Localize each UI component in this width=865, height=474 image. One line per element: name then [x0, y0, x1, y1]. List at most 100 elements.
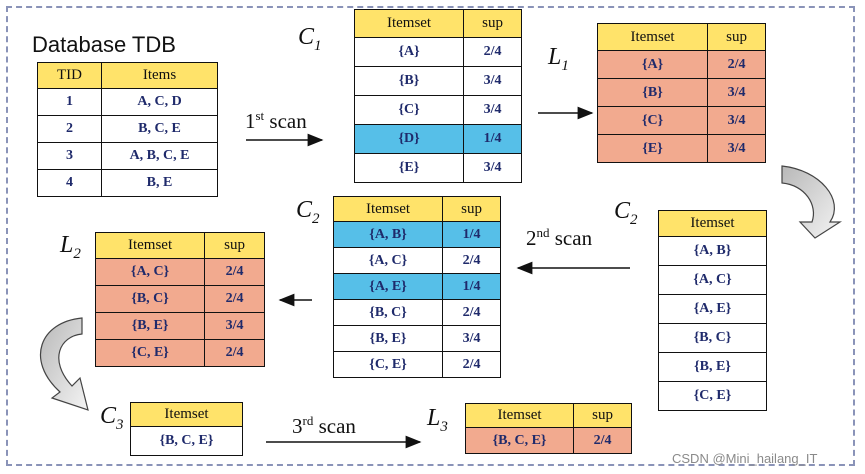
- l1-row: {E}3/4: [596, 134, 766, 163]
- c2-candidates-header-itemset: Itemset: [658, 210, 767, 237]
- c1-cell: 2/4: [463, 37, 522, 67]
- l1-label: L1: [548, 44, 569, 74]
- l1-row: {B}3/4: [596, 78, 766, 107]
- l3-header-itemset: Itemset: [464, 403, 575, 428]
- third-scan-label: 3rd scan: [292, 413, 356, 438]
- l3-row: {B, C, E}2/4: [464, 427, 632, 454]
- l1-to-c2-curved-arrow: [781, 165, 843, 239]
- l2-label: L2: [60, 232, 81, 262]
- c1-header-sup: sup: [463, 9, 522, 38]
- c2-counted-cell: {A, C}: [332, 247, 444, 274]
- l1-row: {A}2/4: [596, 50, 766, 79]
- diagram-frame: [6, 6, 855, 466]
- c1-row: {C}3/4: [353, 95, 522, 125]
- l2-cell: 2/4: [204, 258, 265, 286]
- l1-cell: {C}: [596, 106, 709, 135]
- c2-counted-row: {A, B}1/4: [332, 221, 501, 248]
- c2-counted-row: {C, E}2/4: [332, 351, 501, 378]
- c2-candidates-row: {B, C}: [658, 323, 767, 353]
- l2-cell: {A, C}: [94, 258, 206, 286]
- tdb-cell: 3: [36, 142, 103, 170]
- c3-cell: {B, C, E}: [130, 426, 243, 456]
- c1-cell: {E}: [353, 153, 465, 183]
- l3-label: L3: [427, 405, 448, 435]
- l3-cell: 2/4: [573, 427, 632, 454]
- c3-row: {B, C, E}: [130, 426, 243, 456]
- l2-header-sup: sup: [204, 232, 265, 259]
- l2-cell: {C, E}: [94, 339, 206, 367]
- c3-header-row: Itemset: [130, 402, 243, 427]
- c2-candidates-row: {A, E}: [658, 294, 767, 324]
- c2-candidates-cell: {A, B}: [658, 236, 767, 266]
- watermark: CSDN @Mini_hailang_IT: [672, 451, 818, 466]
- c2-counted-cell: 2/4: [442, 351, 501, 378]
- c1-cell: {D}: [353, 124, 465, 154]
- l1-cell: {A}: [596, 50, 709, 79]
- c2-candidates-cell: {B, E}: [658, 352, 767, 382]
- l2-to-c3-curved-arrow: [40, 317, 89, 411]
- c2-counted-cell: {C, E}: [332, 351, 444, 378]
- c2-candidates-header-row: Itemset: [658, 210, 767, 237]
- l2-row: {C, E}2/4: [94, 339, 265, 367]
- l1-row: {C}3/4: [596, 106, 766, 135]
- c1-cell: 3/4: [463, 153, 522, 183]
- c2-candidates-row: {A, C}: [658, 265, 767, 295]
- l1-header-sup: sup: [707, 23, 766, 51]
- c2-candidates-cell: {B, C}: [658, 323, 767, 353]
- c2-candidates-row: {B, E}: [658, 352, 767, 382]
- l3-header-sup: sup: [573, 403, 632, 428]
- tdb-header-tid: TID: [36, 62, 103, 89]
- l2-cell: 2/4: [204, 339, 265, 367]
- c1-cell: {C}: [353, 95, 465, 125]
- c2-counted-cell: 2/4: [442, 247, 501, 274]
- c2-candidates-cell: {A, E}: [658, 294, 767, 324]
- c2-candidates-label: C2: [614, 198, 638, 228]
- l2-header-itemset: Itemset: [94, 232, 206, 259]
- c2-counted-cell: {A, B}: [332, 221, 444, 248]
- tdb-header-items: Items: [101, 62, 218, 89]
- tdb-cell: A, C, D: [101, 88, 218, 116]
- c1-row: {A}2/4: [353, 37, 522, 67]
- c2-counted-label: C2: [296, 197, 320, 227]
- tdb-cell: 4: [36, 169, 103, 197]
- c2-counted-cell: {A, E}: [332, 273, 444, 300]
- c2-counted-row: {A, E}1/4: [332, 273, 501, 300]
- c2-counted-row: {B, C}2/4: [332, 299, 501, 326]
- c1-cell: 1/4: [463, 124, 522, 154]
- c1-cell: 3/4: [463, 95, 522, 125]
- l2-cell: {B, E}: [94, 312, 206, 340]
- l3-cell: {B, C, E}: [464, 427, 575, 454]
- l1-cell: {E}: [596, 134, 709, 163]
- c2-candidates-cell: {C, E}: [658, 381, 767, 411]
- tdb-title: Database TDB: [32, 32, 176, 57]
- l2-row: {B, E}3/4: [94, 312, 265, 340]
- c1-cell: {A}: [353, 37, 465, 67]
- l1-cell: 2/4: [707, 50, 766, 79]
- c1-row: {E}3/4: [353, 153, 522, 183]
- c1-row: {B}3/4: [353, 66, 522, 96]
- l1-cell: 3/4: [707, 106, 766, 135]
- c3-header-itemset: Itemset: [130, 402, 243, 427]
- c2-candidates-row: {A, B}: [658, 236, 767, 266]
- first-scan-label: 1st scan: [245, 108, 307, 133]
- c3-table: Itemset{B, C, E}: [130, 402, 243, 456]
- c3-label: C3: [100, 403, 124, 433]
- tdb-cell: A, B, C, E: [101, 142, 218, 170]
- c2-counted-header-sup: sup: [442, 196, 501, 222]
- c2-candidates-row: {C, E}: [658, 381, 767, 411]
- c2-candidates-table: Itemset{A, B}{A, C}{A, E}{B, C}{B, E}{C,…: [658, 210, 767, 411]
- c2-counted-cell: 1/4: [442, 273, 501, 300]
- l1-cell: 3/4: [707, 134, 766, 163]
